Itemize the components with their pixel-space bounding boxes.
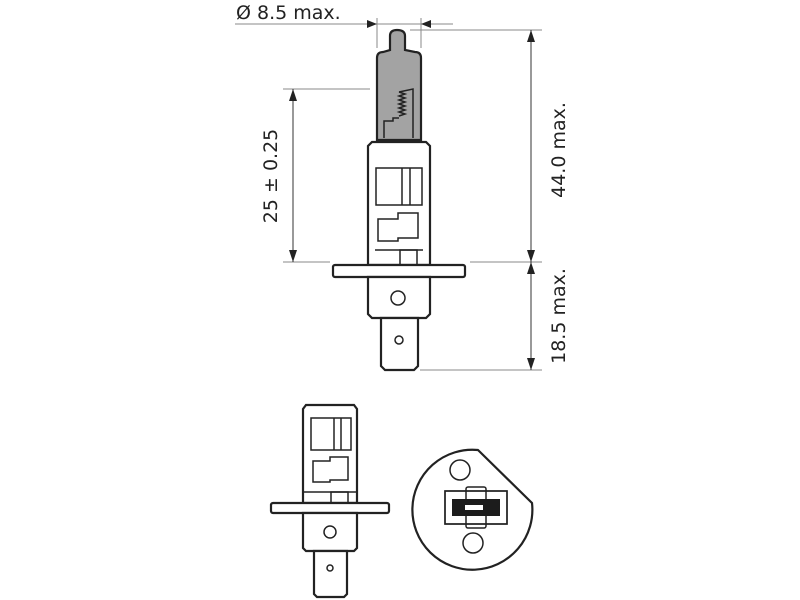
filament bbox=[383, 88, 414, 138]
base-window bbox=[375, 167, 423, 206]
light-center-label: 25 ± 0.25 bbox=[260, 129, 282, 223]
base-connector bbox=[377, 212, 419, 242]
overall-length-label: 44.0 max. bbox=[548, 102, 570, 198]
glass-envelope bbox=[375, 28, 423, 142]
base-upper bbox=[366, 140, 432, 267]
bulb-side-view bbox=[331, 28, 467, 372]
flange bbox=[331, 263, 467, 279]
bulb-end-view bbox=[411, 448, 534, 571]
dimension-lines bbox=[235, 18, 542, 371]
diameter-label: Ø 8.5 max. bbox=[236, 2, 341, 24]
bulb-front-view bbox=[269, 403, 391, 599]
base-lower bbox=[366, 275, 432, 320]
base-length-label: 18.5 max. bbox=[548, 268, 570, 364]
